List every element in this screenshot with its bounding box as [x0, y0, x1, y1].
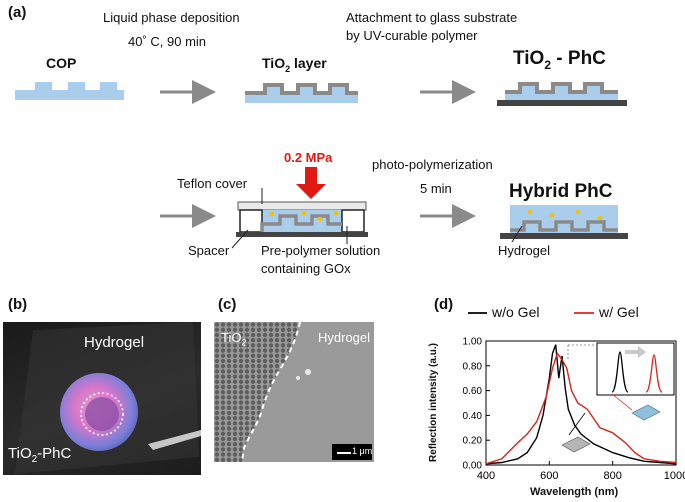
pressure-arrow [296, 167, 326, 199]
inset-peak-wo-gel [611, 351, 629, 393]
panel-b-label: (b) [8, 296, 28, 313]
tio2-label-c: TiO2 [221, 330, 246, 348]
chart-inset [561, 342, 675, 453]
y-tick-label: 0.80 [463, 361, 483, 372]
pressure-label: 0.2 MPa [284, 150, 333, 165]
tio2-c-main: TiO [221, 330, 242, 345]
panel-c-drawing [214, 322, 374, 462]
tio2-layer-substrate [245, 85, 358, 103]
scale-bar [337, 452, 351, 454]
gox-particle [527, 209, 533, 215]
inset-shift-arrow [625, 346, 646, 358]
gox-particle [597, 215, 603, 221]
gox-particle [301, 210, 307, 216]
inset-peak-w-gel [645, 354, 663, 393]
tio2-c-sub: 2 [241, 337, 247, 348]
panel-a-label: (a) [8, 4, 27, 21]
hydrogel-label-b: Hydrogel [84, 334, 145, 351]
tio2-phc-coating [505, 82, 618, 94]
tio2-layer-sub: 2 [285, 63, 291, 74]
x-tick-label: 1000 [664, 470, 685, 482]
x-tick-label: 600 [540, 470, 558, 482]
panel-d-label: (d) [434, 296, 454, 313]
cop-label: COP [46, 55, 77, 71]
tio2-phc-b-main: TiO [8, 445, 32, 462]
tio2-layer-label: TiO2 layer [262, 55, 327, 74]
photo-polymerization-label: photo-polymerization [372, 157, 493, 172]
spacer-label: Spacer [188, 243, 230, 258]
tio2-layer-main: TiO [262, 55, 286, 71]
scale-bar-bg [332, 444, 372, 460]
tio2-phc-b-tail: -PhC [37, 445, 72, 462]
y-tick-label: 0.40 [463, 411, 483, 422]
assembly-phc [260, 214, 342, 232]
teflon-label: Teflon cover [177, 176, 248, 191]
scale-label: 1 μm [352, 446, 373, 456]
hydrogel-outline [80, 392, 124, 436]
sample-icon-wo-gel [561, 436, 591, 453]
panel-b-photo [3, 322, 201, 475]
glass-substrate [497, 100, 627, 106]
panel-c-label: (c) [218, 296, 237, 313]
hydrogel-label-a: Hydrogel [498, 243, 551, 258]
hydrogel-leader [511, 225, 523, 243]
panel-b-drawing [15, 322, 201, 474]
prepolymer-line2: containing GOx [261, 261, 351, 276]
tio2-phc-label: TiO2 - PhC [513, 48, 606, 72]
step2-line2: by UV-curable polymer [346, 28, 478, 43]
chart-series [485, 344, 677, 465]
tio2-phc-label-b: TiO2-PhC [8, 445, 71, 465]
y-tick-label: 0.00 [463, 461, 483, 472]
tio2-phc-b-sub: 2 [31, 454, 38, 465]
tweezer [148, 430, 201, 450]
sample-leader-wo-gel [568, 412, 586, 436]
x-axis-label: Wavelength (nm) [530, 486, 619, 498]
time-5min-label: 5 min [420, 181, 452, 196]
tio2-phc-main: TiO [513, 48, 545, 69]
sample-icon-w-gel [631, 404, 661, 421]
gox-particle [317, 216, 323, 222]
particle [296, 376, 300, 380]
boundary-line [241, 322, 301, 462]
prepolymer-line1: Pre-polymer solution [261, 243, 381, 258]
spacer-leader [231, 229, 249, 249]
gox-particle [575, 209, 581, 215]
y-tick-label: 0.20 [463, 436, 483, 447]
gox-particle [269, 211, 275, 217]
tio2-layer-tail: layer [290, 55, 327, 71]
cop-substrate [15, 82, 124, 100]
x-tick-label: 400 [477, 470, 495, 482]
y-axis-label: Reflection intensity (a.u.) [427, 343, 439, 462]
step1-line2: 40˚ C, 90 min [128, 34, 207, 49]
chart-axes: 0.00 0.20 0.40 0.60 0.80 1.00 400 600 800 1000 [463, 337, 685, 483]
tio2-phc-body [505, 84, 618, 100]
plot-frame [485, 340, 677, 466]
particle [305, 369, 311, 375]
y-tick-label: 0.60 [463, 386, 483, 397]
step2-line1: Attachment to glass substrate [346, 10, 518, 25]
step1-line1: Liquid phase deposition [103, 10, 240, 25]
gox-particle [549, 212, 555, 218]
hydrogel-spot [85, 397, 119, 431]
y-tick-label: 1.00 [463, 337, 483, 348]
panel-c-sem [214, 322, 374, 462]
series-line-wo-gel [485, 344, 677, 465]
assembly-glass [236, 232, 368, 237]
hybrid-phc-label: Hybrid PhC [509, 181, 613, 202]
hybrid-glass [500, 233, 628, 239]
tio2-phc-tail: - PhC [551, 48, 606, 69]
x-tick-label: 800 [603, 470, 621, 482]
tio2-layer-coating [245, 83, 358, 95]
legend-wo-gel: w/o Gel [492, 304, 540, 320]
legend-w-gel: w/ Gel [599, 304, 639, 320]
series-line-w-gel [485, 351, 677, 465]
gox-particle [333, 210, 339, 216]
tio2-phc-sub: 2 [544, 57, 552, 72]
hybrid-phc-coating [510, 220, 618, 232]
hydrogel-label-c: Hydrogel [318, 330, 371, 345]
sample-leader-w-gel [611, 393, 633, 411]
